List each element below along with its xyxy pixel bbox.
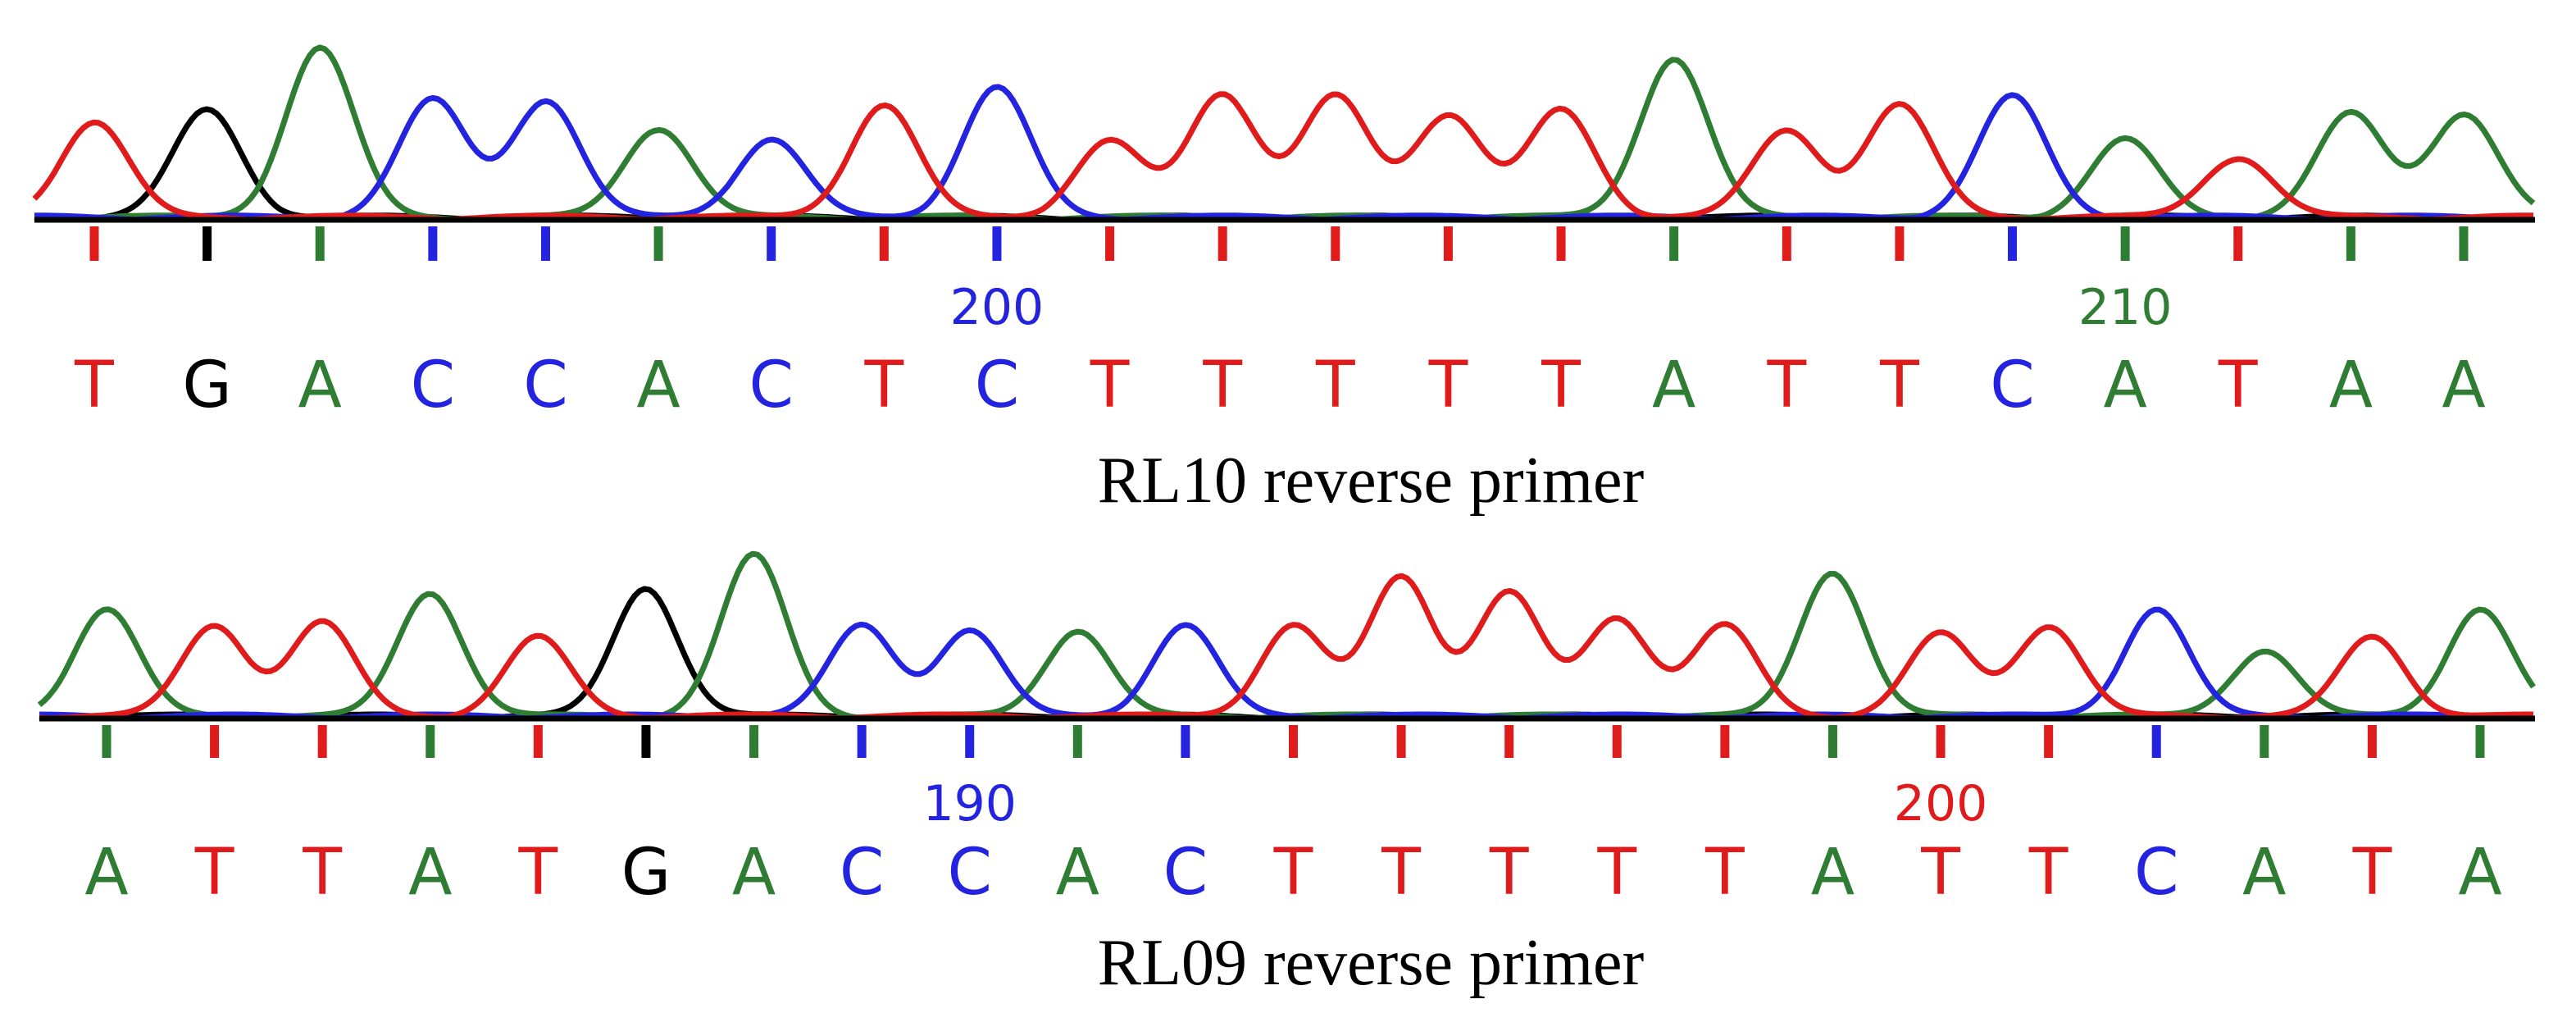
base-call-letter: C — [840, 836, 884, 910]
tick-group — [89, 226, 2469, 261]
base-call-letter: A — [1811, 836, 1855, 910]
base-call-letter: T — [2352, 836, 2392, 910]
trace-t — [32, 91, 2533, 223]
base-call-letter: C — [1990, 349, 2034, 422]
base-call-letter: T — [1090, 349, 1130, 422]
base-call-letter: G — [182, 349, 231, 422]
panel-caption: RL10 reverse primer — [1098, 445, 1644, 517]
base-call-letter: T — [1920, 836, 1960, 910]
base-call-letter: G — [621, 836, 671, 910]
position-number: 210 — [2078, 279, 2173, 336]
trace-group — [32, 44, 2536, 223]
trace-a — [34, 44, 2536, 223]
base-call-letter: A — [1056, 836, 1099, 910]
base-call-letter: T — [1381, 836, 1421, 910]
base-call-letter: A — [636, 349, 680, 422]
trace-group — [37, 550, 2536, 722]
position-label-group: 190 200 — [922, 775, 1987, 833]
base-call-letter: C — [975, 349, 1019, 422]
base-call-letter: A — [298, 349, 342, 422]
base-call-letter: C — [523, 349, 567, 422]
base-call-letter: C — [1163, 836, 1208, 910]
base-call-letter: T — [1273, 836, 1313, 910]
base-call-letter: C — [2134, 836, 2178, 910]
tick-group — [102, 725, 2485, 758]
base-call-letter: T — [1596, 836, 1636, 910]
base-call-letter: T — [302, 836, 342, 910]
base-call-letter: A — [2103, 349, 2146, 422]
base-call-letter: C — [749, 349, 793, 422]
base-call-letter: T — [1315, 349, 1355, 422]
base-call-letter: A — [1652, 349, 1695, 422]
trace-t — [39, 573, 2533, 722]
base-call-letter: T — [194, 836, 234, 910]
base-call-letter: C — [411, 349, 455, 422]
base-call-letter: T — [2218, 349, 2258, 422]
base-call-letter: T — [74, 349, 114, 422]
base-call-letter: A — [2442, 349, 2485, 422]
position-number: 190 — [922, 775, 1017, 833]
base-call-letter: T — [1541, 349, 1581, 422]
base-call-letter: T — [1704, 836, 1745, 910]
base-call-letter: C — [947, 836, 991, 910]
base-call-letter: A — [84, 836, 128, 910]
base-call-letter: A — [408, 836, 452, 910]
base-call-letter: T — [518, 836, 558, 910]
base-call-letter: T — [864, 349, 904, 422]
base-call-letter: A — [732, 836, 776, 910]
trace-a — [37, 550, 2536, 722]
panel-caption: RL09 reverse primer — [1098, 927, 1644, 999]
base-call-letter: T — [1879, 349, 1919, 422]
base-call-letter: T — [1489, 836, 1529, 910]
base-call-letter: T — [1766, 349, 1806, 422]
base-call-letter: A — [2329, 349, 2373, 422]
position-label-group: 200 210 — [950, 279, 2173, 336]
base-call-letter: A — [2458, 836, 2501, 910]
base-call-letter: T — [1202, 349, 1242, 422]
base-call-letter: T — [1428, 349, 1468, 422]
position-number: 200 — [950, 279, 1045, 336]
base-call-letter: T — [2028, 836, 2069, 910]
base-call-letter: A — [2242, 836, 2286, 910]
position-number: 200 — [1894, 775, 1988, 833]
